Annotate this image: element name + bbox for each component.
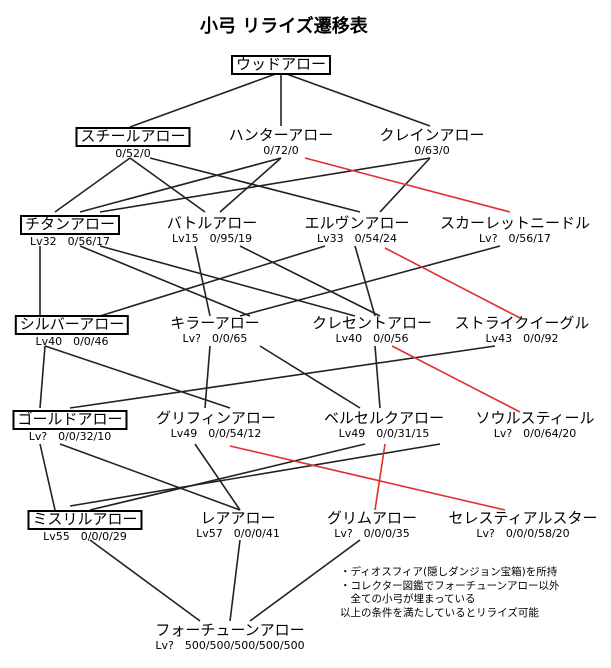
node-mithril-arrow: ミスリルアロー Lv55 0/0/0/29 bbox=[27, 510, 143, 543]
node-name: クレセントアロー bbox=[311, 314, 433, 332]
node-name: レアアロー bbox=[200, 509, 276, 527]
node-stats: Lv? 0/0/0/35 bbox=[334, 526, 410, 540]
node-name: スカーレットニードル bbox=[439, 214, 591, 232]
node-hunter-arrow: ハンターアロー 0/72/0 bbox=[226, 127, 336, 156]
node-stats: Lv49 0/0/54/12 bbox=[170, 426, 262, 440]
note-line: ・コレクター図鑑でフォーチューンアロー以外 bbox=[340, 579, 560, 592]
node-stats: Lv15 0/95/19 bbox=[171, 231, 253, 245]
node-steel-arrow: スチールアロー 0/52/0 bbox=[75, 127, 191, 160]
node-name: グリムアロー bbox=[326, 509, 418, 527]
node-name: グリフィンアロー bbox=[156, 409, 276, 427]
node-stats: Lv? 0/0/0/58/20 bbox=[476, 526, 570, 540]
node-stats: 0/52/0 bbox=[115, 146, 151, 160]
node-crane-arrow: クレインアロー 0/63/0 bbox=[376, 127, 487, 156]
node-stats: Lv? 0/0/64/20 bbox=[493, 426, 577, 440]
node-strike-eagle: ストライクイーグル Lv43 0/0/92 bbox=[452, 315, 593, 344]
node-stats: Lv? 500/500/500/500/500 bbox=[155, 638, 305, 652]
node-rare-arrow: レアアロー Lv57 0/0/0/41 bbox=[196, 510, 280, 539]
node-stats: Lv? 0/0/65 bbox=[182, 331, 248, 345]
node-fortune-arrow: フォーチューンアロー Lv? 500/500/500/500/500 bbox=[152, 622, 307, 651]
page-title: 小弓 リライズ遷移表 bbox=[200, 16, 368, 37]
node-name: クレインアロー bbox=[379, 126, 485, 144]
node-silver-arrow: シルバーアロー Lv40 0/0/46 bbox=[14, 315, 130, 348]
node-name: ミスリルアロー bbox=[27, 510, 143, 530]
node-killer-arrow: キラーアロー Lv? 0/0/65 bbox=[167, 315, 262, 344]
node-name: キラーアロー bbox=[170, 314, 260, 332]
node-stats: Lv43 0/0/92 bbox=[485, 331, 559, 345]
node-griffin-arrow: グリフィンアロー Lv49 0/0/54/12 bbox=[153, 410, 279, 439]
node-berserk-arrow: ベルセルクアロー Lv49 0/0/31/15 bbox=[321, 410, 447, 439]
node-titan-arrow: チタンアロー Lv32 0/56/17 bbox=[19, 215, 121, 248]
node-stats: Lv55 0/0/0/29 bbox=[43, 529, 127, 543]
node-stats: Lv33 0/54/24 bbox=[316, 231, 398, 245]
node-name: バトルアロー bbox=[166, 214, 258, 232]
node-stats: Lv57 0/0/0/41 bbox=[196, 526, 280, 540]
node-name: ハンターアロー bbox=[228, 126, 334, 144]
node-gold-arrow: ゴールドアロー Lv? 0/0/32/10 bbox=[12, 410, 128, 443]
node-name: ベルセルクアロー bbox=[323, 409, 445, 427]
node-crescent-arrow: クレセントアロー Lv40 0/0/56 bbox=[309, 315, 435, 344]
node-stats: 0/72/0 bbox=[263, 143, 299, 157]
node-wood-arrow: ウッドアロー bbox=[230, 55, 332, 75]
node-stats: Lv? 0/0/32/10 bbox=[28, 429, 112, 443]
node-name: エルヴンアロー bbox=[304, 214, 410, 232]
node-stats: Lv32 0/56/17 bbox=[29, 234, 111, 248]
node-name: フォーチューンアロー bbox=[155, 621, 305, 639]
node-elven-arrow: エルヴンアロー Lv33 0/54/24 bbox=[301, 215, 412, 244]
node-stats: 0/63/0 bbox=[414, 143, 450, 157]
note-line: ・ディオスフィア(隠しダンジョン宝箱)を所持 bbox=[340, 566, 558, 578]
node-name: チタンアロー bbox=[19, 215, 121, 235]
node-stats: Lv40 0/0/56 bbox=[335, 331, 409, 345]
node-name: ストライクイーグル bbox=[454, 314, 590, 332]
node-celestial-star: セレスティアルスター Lv? 0/0/0/58/20 bbox=[446, 510, 601, 539]
node-scarlet-needle: スカーレットニードル Lv? 0/56/17 bbox=[437, 215, 593, 244]
node-name: シルバーアロー bbox=[14, 315, 130, 335]
node-name: ソウルスティール bbox=[475, 409, 595, 427]
note-line: 全ての小弓が埋まっている bbox=[340, 593, 476, 606]
node-grim-arrow: グリムアロー Lv? 0/0/0/35 bbox=[324, 510, 420, 539]
node-battle-arrow: バトルアロー Lv15 0/95/19 bbox=[164, 215, 260, 244]
note-line: 以上の条件を満たしているとリライズ可能 bbox=[340, 606, 539, 619]
node-name: ゴールドアロー bbox=[12, 410, 128, 430]
node-stats: Lv40 0/0/46 bbox=[35, 334, 109, 348]
node-name: ウッドアロー bbox=[230, 55, 332, 75]
node-soul-steal: ソウルスティール Lv? 0/0/64/20 bbox=[472, 410, 597, 439]
node-name: スチールアロー bbox=[75, 127, 191, 147]
node-stats: Lv49 0/0/31/15 bbox=[338, 426, 430, 440]
node-name: セレスティアルスター bbox=[448, 509, 598, 527]
condition-note: ・ディオスフィア(隠しダンジョン宝箱)を所持 ・コレクター図鑑でフォーチューンア… bbox=[340, 566, 560, 621]
node-stats: Lv? 0/56/17 bbox=[479, 231, 551, 245]
